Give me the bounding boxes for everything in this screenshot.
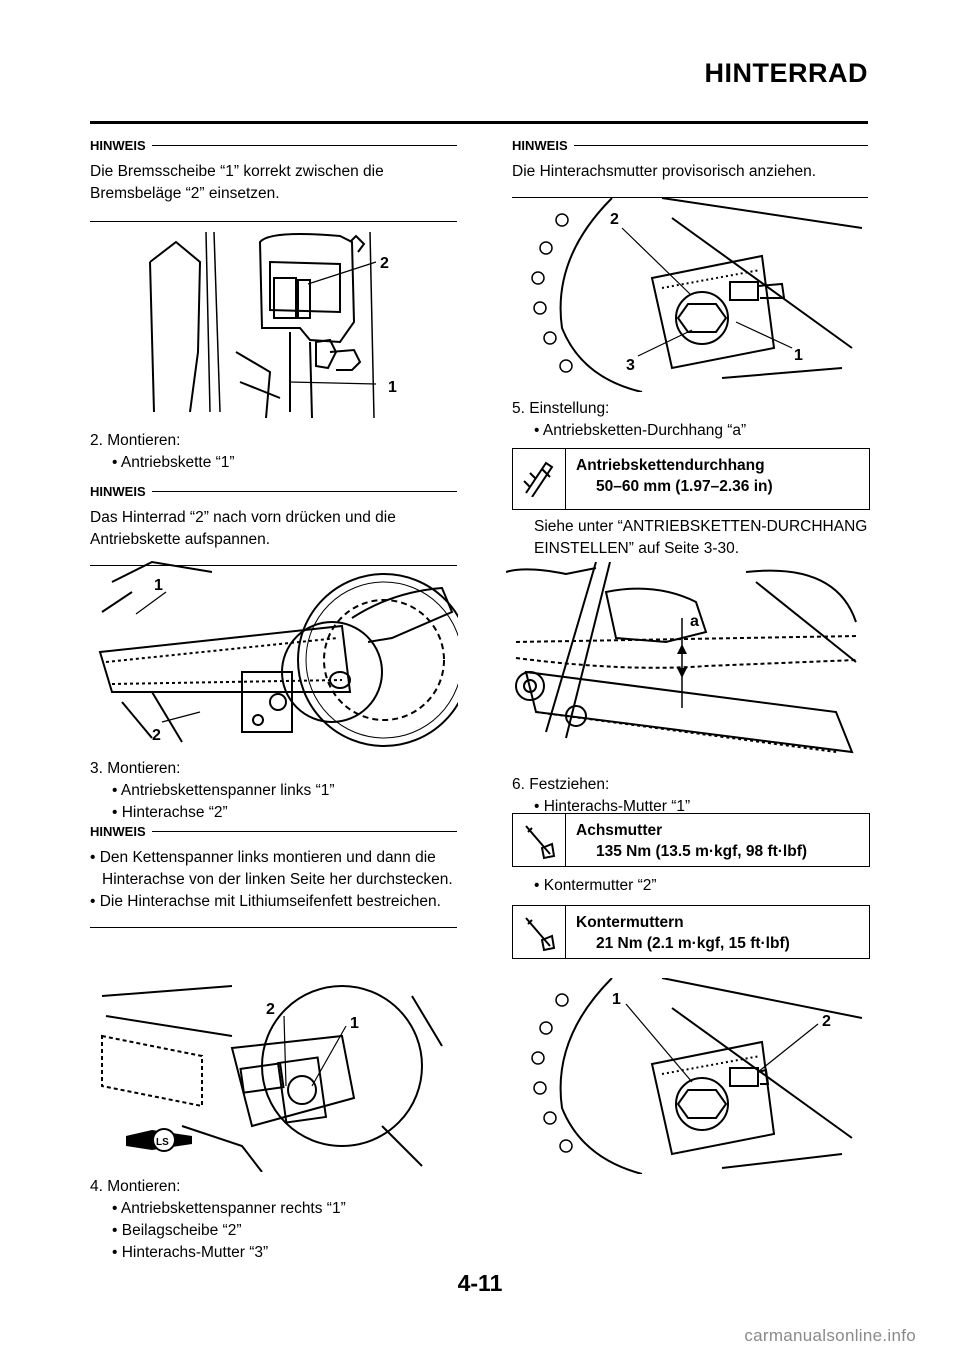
- step-6: 6. Festziehen: • Hinterachs-Mutter “1”: [512, 776, 691, 815]
- spec-value: 50–60 mm (1.97–2.36 in): [596, 478, 773, 495]
- chain-adjuster-right-illustration: 2 3 1: [531, 198, 862, 392]
- callout-1: 1: [794, 347, 803, 364]
- note-box-3: HINWEIS • Den Kettenspanner links montie…: [90, 824, 457, 928]
- callout-2: 2: [380, 255, 389, 272]
- chain-slack-illustration: a: [506, 562, 857, 754]
- callout-2: 2: [822, 1013, 831, 1030]
- note-heading: HINWEIS: [90, 484, 457, 499]
- callout-2: 2: [152, 727, 161, 744]
- callout-1: 1: [612, 991, 621, 1008]
- spec-axle-nut-torque: Achsmutter 135 Nm (13.5 m·kgf, 98 ft·lbf…: [512, 813, 870, 867]
- spec-value: 135 Nm (13.5 m·kgf, 98 ft·lbf): [596, 843, 808, 860]
- spec-locknut-torque: Kontermuttern 21 Nm (2.1 m·kgf, 15 ft·lb…: [512, 905, 870, 959]
- note-box-4: HINWEIS Die Hinterachsmutter provisorisc…: [512, 138, 868, 198]
- note-box-2: HINWEIS Das Hinterrad “2” nach vorn drüc…: [90, 484, 457, 566]
- step-4: 4. Montieren: • Antriebskettenspanner re…: [90, 1178, 346, 1261]
- note-text: Die Hinterachsmutter provisorisch anzieh…: [512, 163, 817, 180]
- page-number: 4-11: [457, 1270, 503, 1296]
- header-rule: [90, 121, 868, 124]
- spec-name: Achsmutter: [576, 822, 663, 839]
- page-title: HINTERRAD: [704, 58, 868, 88]
- callout-3: 3: [626, 357, 635, 374]
- note-text: Das Hinterrad “2” nach vorn drücken und …: [90, 509, 396, 548]
- svg-text:LS: LS: [156, 1137, 169, 1148]
- spec-value: 21 Nm (2.1 m·kgf, 15 ft·lbf): [596, 935, 790, 952]
- step-5: 5. Einstellung: • Antriebsketten-Durchha…: [512, 400, 747, 439]
- spec-name: Antriebskettendurchhang: [576, 457, 765, 474]
- lithium-grease-icon: LS: [126, 1128, 192, 1152]
- callout-1: 1: [154, 577, 163, 594]
- watermark: carmanualsonline.info: [744, 1326, 916, 1345]
- step-2: 2. Montieren: • Antriebskette “1”: [90, 432, 235, 471]
- note-heading: HINWEIS: [90, 138, 457, 153]
- callout-1: 1: [350, 1015, 359, 1032]
- note-bullet: • Den Kettenspanner links montieren und …: [90, 849, 453, 888]
- drive-chain-illustration: 1 2: [98, 560, 458, 747]
- caliper-icon: [523, 461, 554, 497]
- note-text: Die Bremsscheibe “1” korrekt zwischen di…: [90, 163, 384, 202]
- torque-wrench-icon: [525, 825, 556, 860]
- note-bullet: • Die Hinterachse mit Lithiumseifenfett …: [90, 893, 441, 910]
- reference-text: Siehe unter “ANTRIEBSKETTEN-DURCH­HANG E…: [534, 518, 868, 557]
- spec-chain-slack: Antriebskettendurchhang 50–60 mm (1.97–2…: [512, 448, 870, 510]
- note-heading: HINWEIS: [512, 138, 868, 153]
- step-3: 3. Montieren: • Antriebskettenspanner li…: [90, 760, 335, 821]
- item-locknut: • Kontermutter “2”: [534, 877, 657, 894]
- callout-2: 2: [266, 1001, 275, 1018]
- callout-2: 2: [610, 211, 619, 228]
- note-box-1: HINWEIS Die Bremsscheibe “1” korrekt zwi…: [90, 138, 457, 222]
- axle-nut-tightening-illustration: 1 2: [531, 978, 862, 1174]
- spec-name: Kontermuttern: [576, 914, 684, 931]
- callout-a: a: [690, 613, 699, 630]
- callout-1: 1: [388, 379, 397, 396]
- chain-adjuster-left-illustration: 2 1 LS: [101, 985, 443, 1172]
- note-heading: HINWEIS: [90, 824, 457, 839]
- brake-caliper-illustration: 2 1: [149, 231, 397, 419]
- torque-wrench-icon: [525, 917, 556, 952]
